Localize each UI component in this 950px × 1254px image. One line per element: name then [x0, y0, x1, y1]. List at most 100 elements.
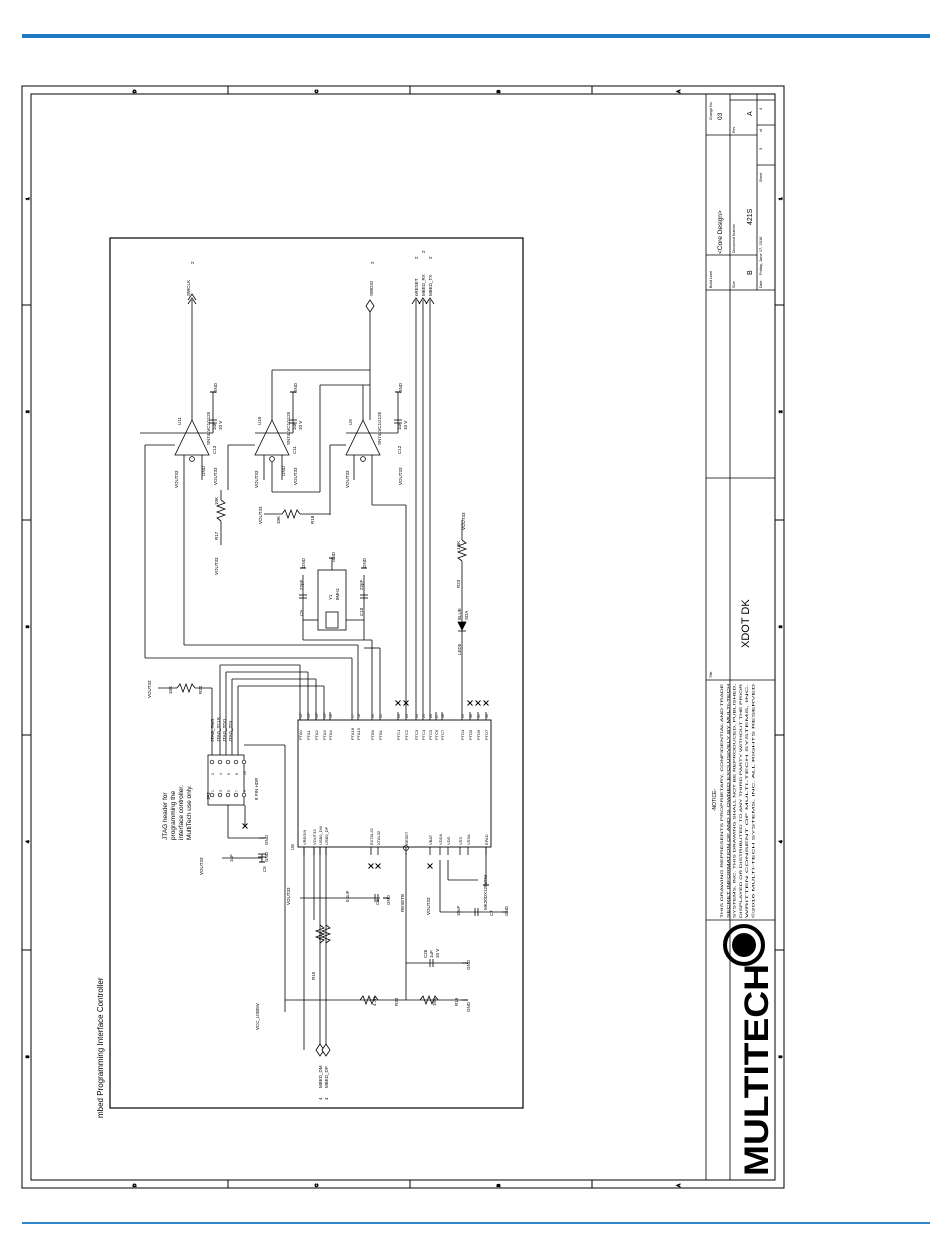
jtag-note-line: MultiTech use only.	[186, 785, 193, 840]
u11-ref: U11	[177, 417, 182, 425]
u8-pin-vout33: VOUT33	[312, 829, 317, 845]
net-swclk: SWCLK	[186, 280, 191, 296]
u8-pinnum-23: 23	[405, 714, 409, 718]
doc-number-label: Document Number	[732, 223, 736, 253]
c9-ref: C9	[299, 610, 304, 616]
u8-pinnum-13: 13	[307, 714, 311, 718]
r20-value: 4.7K	[372, 997, 377, 1006]
r15-ref: R15	[311, 971, 316, 980]
u8-pinnum-16: 16	[329, 714, 333, 718]
jtag-header-jp2	[207, 665, 286, 1012]
jtag-pin-label-odd: 7	[235, 790, 239, 792]
gnd-y1: GND	[331, 551, 336, 562]
notice-line: DISPLAYED OR DISTRIBUTED TO ANY THIRD PA…	[739, 683, 743, 918]
rx-sheet: 2	[421, 250, 426, 253]
logo-wordmark: MULTITECH	[738, 964, 776, 1176]
title-block-text: -NOTICE-THIS DRAWING REPRESENTS PROPRIET…	[709, 101, 763, 918]
ground-symbols	[210, 391, 508, 1001]
size-label: Size	[732, 281, 736, 288]
u8-pin-vssa: VSSA	[466, 834, 471, 845]
vout33-u9: VOUT33	[345, 470, 350, 488]
u8-pinnum-14: 14	[315, 714, 319, 718]
u10-part: SN74LVC1G125	[286, 411, 291, 445]
section-title: mbed Programming Interface Controller	[96, 977, 105, 1118]
c7-ref: C7	[489, 910, 494, 916]
led-part: SDA	[464, 611, 469, 620]
u8-pin-pta3: PTA3	[322, 730, 327, 740]
c7-value: 10uF	[456, 905, 461, 916]
of-label: of	[759, 129, 763, 132]
c26-ref: C26	[423, 949, 428, 958]
jp2-ref: JP2	[206, 792, 211, 800]
size: B	[747, 270, 754, 275]
c10-value: 22pF	[359, 579, 364, 590]
zone-number-left: 5	[25, 1055, 30, 1058]
r18-value: 10K	[276, 516, 281, 524]
u8-pinnum-29: 29	[461, 714, 465, 718]
u8-pin-usb0_dp: USB0_DP	[324, 826, 329, 845]
c8-ref: C8	[375, 899, 380, 905]
change-no-label: Change No.	[709, 101, 713, 120]
u8-pinnum-27: 27	[435, 714, 439, 718]
zone-letter-bottom: C	[314, 1183, 319, 1187]
net-jtag-tclk: JTAG_TCLK	[216, 717, 221, 742]
sheet-label: Sheet	[759, 173, 763, 182]
jtag-pin-4	[233, 759, 239, 765]
notice-line: ©2016 MULTI-TECH SYSTEMS, INC. ALL RIGHT…	[752, 683, 756, 918]
gnd-c13: GND	[213, 382, 218, 393]
u8-pin-pta1: PTA1	[306, 730, 311, 740]
resistor-r23	[456, 539, 468, 562]
jtag-pin-label-even: 4	[219, 773, 223, 775]
net-jtag-tms: JTAG_TMS	[210, 719, 215, 742]
u8-pinnum-25: 25	[422, 714, 426, 718]
notice-line: SYSTEMS, INC. THIS DRAWING SHALL NOT BE …	[733, 684, 737, 918]
r23-ref: R23	[456, 579, 461, 588]
jtag-pin-8	[225, 792, 231, 798]
jp2-part: 8 PIN HDR	[254, 777, 259, 800]
zone-letter-top: B	[496, 90, 501, 93]
r22-value: 10K	[168, 686, 173, 694]
dp-sheet: 4	[324, 1097, 329, 1100]
net-mbed-rx: MBED_RX	[421, 274, 426, 296]
c10-ref: C10	[359, 607, 364, 616]
u8-pinnum-26: 26	[429, 714, 433, 718]
rev-label: Rev	[732, 127, 736, 133]
r14-ref: R14	[318, 931, 323, 940]
u9-part: SN74LVC1G125	[377, 411, 382, 445]
c26-voltage: 10 V	[435, 949, 440, 958]
notice-line: THIS DRAWING REPRESENTS PROPRIETARY, CON…	[720, 683, 724, 918]
u8-pin-vdda: VDDA	[438, 834, 443, 845]
resistor-r22	[176, 682, 196, 694]
vout33-c7: VOUT33	[426, 897, 431, 915]
c5-value: 1uF	[229, 854, 234, 862]
jtag-pin-label-odd: 3	[219, 790, 223, 792]
vout33-c12: VOUT33	[398, 467, 403, 485]
u8-pin-ptc6: PTC6	[434, 729, 439, 740]
net-jtag-tdo: JTAG_TDO	[222, 718, 227, 742]
jtag-pin-label-even: 2	[211, 773, 215, 775]
build-level: <Core Design>	[717, 210, 724, 254]
net-vcc-usb5v: VCC_USB5V	[255, 1003, 260, 1030]
net-mbed-dp: MBED_DP	[324, 1066, 329, 1088]
zone-letter-top: A	[676, 90, 681, 93]
date-label: Date	[759, 281, 763, 288]
led-ref: LED5	[457, 643, 462, 655]
top-accent-rule	[22, 34, 930, 38]
title-label: Title	[709, 671, 713, 678]
dm-sheet: 4	[318, 1097, 323, 1100]
u8-pinnum-24: 24	[415, 714, 419, 718]
u8-pin-pta4: PTA4	[328, 730, 333, 740]
u8-pin-ptb0: PTB0	[370, 729, 375, 740]
date: Friday, June 17, 2016	[758, 236, 763, 275]
u8-pin-reset: RESET	[404, 831, 409, 845]
c12-voltage: 10 V	[403, 421, 408, 430]
jtag-pin-5	[241, 759, 247, 765]
buffer-u11	[144, 300, 210, 658]
u8-pin-epad: EPAD	[484, 834, 489, 845]
tx-sheet: 2	[428, 256, 433, 259]
y1-ref: Y1	[328, 594, 333, 600]
